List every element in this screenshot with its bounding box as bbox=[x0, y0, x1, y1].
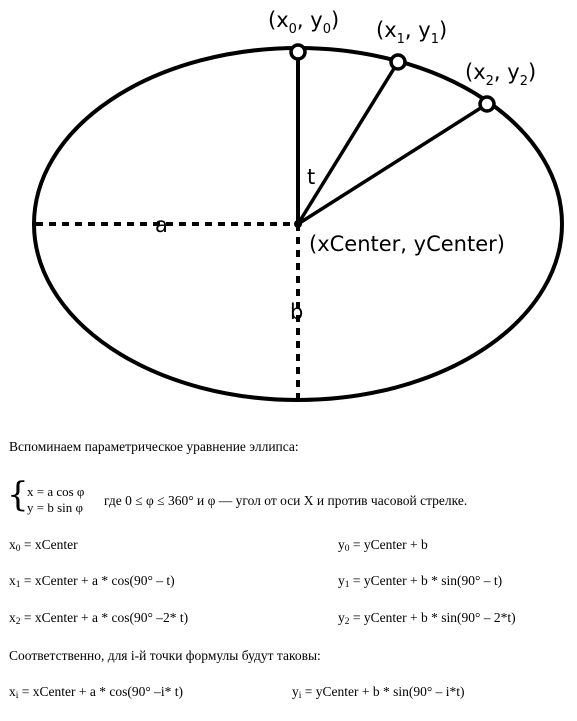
system-eq-x: x = a cos φ bbox=[27, 484, 85, 499]
radius-to-p2 bbox=[297, 102, 488, 226]
label-p2: (x2, y2) bbox=[465, 60, 536, 89]
system-eq-y: y = b sin φ bbox=[27, 500, 84, 515]
label-t: t bbox=[307, 165, 315, 189]
label-p0: (x0, y0) bbox=[268, 8, 339, 37]
where-text: где 0 ≤ φ ≤ 360° и φ — угол от оси X и п… bbox=[104, 493, 468, 508]
center-point bbox=[294, 220, 302, 228]
formula-x1: x1 = xCenter + a * cos(90° – t) bbox=[9, 573, 175, 590]
general-text: Соответственно, для i-й точки формулы бу… bbox=[9, 648, 321, 663]
system-brace: { bbox=[7, 475, 29, 515]
formula-yi: yi = yCenter + b * sin(90° – i*t) bbox=[292, 684, 465, 701]
radius-to-p1 bbox=[296, 61, 400, 225]
formula-y1: y1 = yCenter + b * sin(90° – t) bbox=[338, 573, 503, 590]
label-b: b bbox=[290, 300, 303, 324]
formula-xi: xi = xCenter + a * cos(90° –i* t) bbox=[9, 684, 183, 701]
formula-y2: y2 = yCenter + b * sin(90° – 2*t) bbox=[338, 610, 516, 627]
point-p2 bbox=[478, 95, 496, 113]
point-p0 bbox=[289, 43, 307, 61]
point-p1 bbox=[389, 53, 407, 71]
ellipse-diagram: (x0, y0) (x1, y1) (x2, y2) t a b (xCente… bbox=[32, 8, 564, 402]
formula-y0: y0 = yCenter + b bbox=[338, 537, 428, 554]
formula-x0: x0 = xCenter bbox=[9, 537, 78, 554]
label-center: (xCenter, yCenter) bbox=[309, 232, 505, 256]
label-a: a bbox=[155, 213, 168, 237]
formula-x2: x2 = xCenter + a * cos(90° –2* t) bbox=[9, 610, 189, 627]
label-p1: (x1, y1) bbox=[376, 18, 447, 47]
intro-text: Вспоминаем параметрическое уравнение элл… bbox=[9, 439, 299, 454]
